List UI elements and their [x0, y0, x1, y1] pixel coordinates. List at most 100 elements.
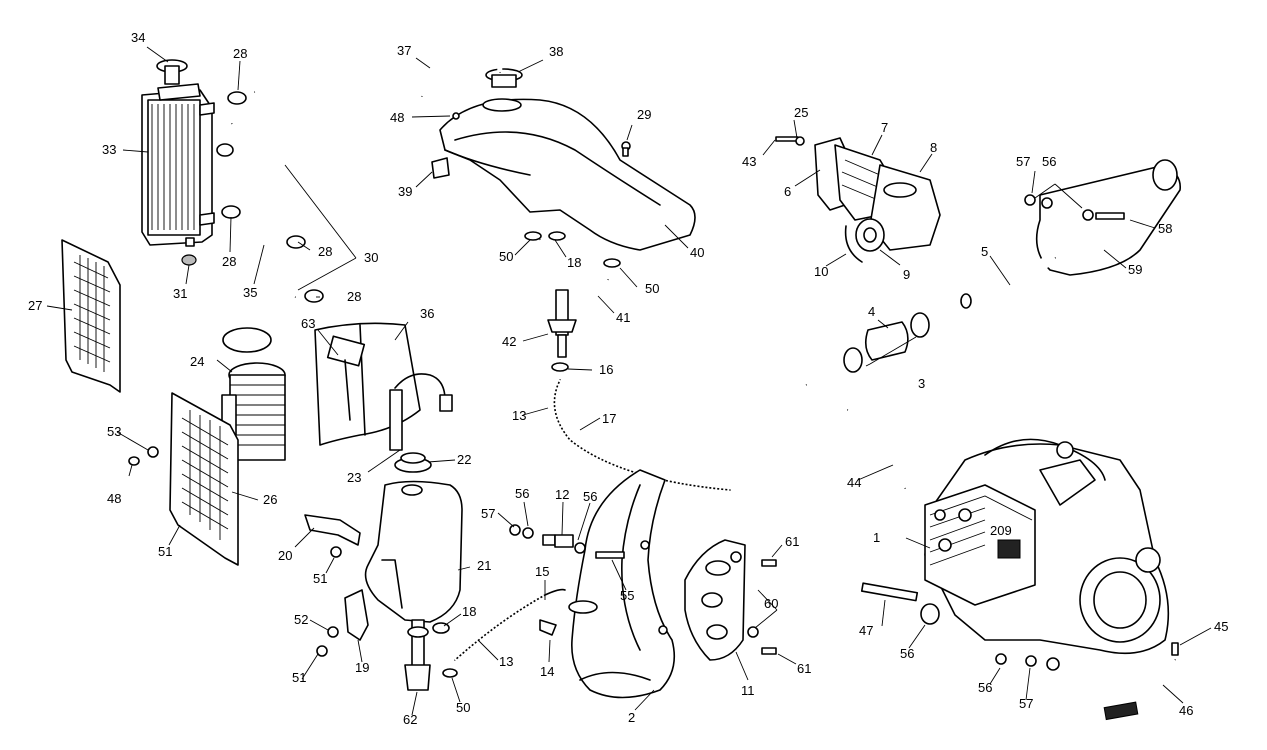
exhaust-pipe-part	[568, 469, 676, 699]
tool-bag-part	[314, 322, 421, 446]
callout-6: 6	[784, 184, 791, 199]
callout-30: 30	[364, 250, 378, 265]
callout-21: 21	[477, 558, 491, 573]
small-fasteners-part	[432, 524, 625, 678]
callout-26: 26	[263, 492, 277, 507]
kickstarter-part	[1103, 642, 1179, 721]
callout-16: 16	[599, 362, 613, 377]
callout-57a: 57	[481, 506, 495, 521]
callout-35: 35	[243, 285, 257, 300]
radiator-shroud-part	[221, 327, 286, 461]
callout-63: 63	[301, 316, 315, 331]
callout-45: 45	[1214, 619, 1228, 634]
callout-11: 11	[741, 683, 755, 698]
engine-part: 209	[860, 438, 1170, 671]
callout-46: 46	[1179, 703, 1193, 718]
callout-28c: 28	[318, 244, 332, 259]
frame-and-hoses-part	[454, 378, 809, 662]
callout-31: 31	[173, 286, 187, 301]
callout-57b: 57	[1016, 154, 1030, 169]
callout-50a: 50	[499, 249, 513, 264]
callout-43: 43	[742, 154, 756, 169]
callout-1: 1	[873, 530, 880, 545]
intake-assembly-part	[775, 136, 941, 263]
callout-29: 29	[637, 107, 651, 122]
coupling-sleeve-part	[843, 312, 930, 373]
callout-55: 55	[620, 588, 634, 603]
callout-20: 20	[278, 548, 292, 563]
callout-51a: 51	[158, 544, 172, 559]
callout-53: 53	[107, 424, 121, 439]
callout-56e: 56	[1042, 154, 1056, 169]
callout-39: 39	[398, 184, 412, 199]
callout-7: 7	[881, 120, 888, 135]
callout-2: 2	[628, 710, 635, 725]
callout-27: 27	[28, 298, 42, 313]
callout-22: 22	[457, 452, 471, 467]
mounting-brackets-part	[304, 514, 369, 657]
silencer-part	[960, 159, 1182, 309]
callout-10: 10	[814, 264, 828, 279]
engine-casting-mark: 209	[990, 523, 1012, 538]
callout-labels: 1 2 3 4 5 6 7 8 9 10 11 12 13 13 14 15 1…	[28, 30, 1228, 727]
kick-lever-part	[847, 408, 907, 489]
callout-24: 24	[190, 354, 204, 369]
callout-61a: 61	[785, 534, 799, 549]
callout-19: 19	[355, 660, 369, 675]
callout-13a: 13	[512, 408, 526, 423]
callout-59: 59	[1128, 262, 1142, 277]
callout-36: 36	[420, 306, 434, 321]
callout-50c: 50	[456, 700, 470, 715]
fuel-tap-part	[524, 231, 621, 372]
callout-23: 23	[347, 470, 361, 485]
callout-5: 5	[981, 244, 988, 259]
coolant-hoses-part	[221, 86, 324, 303]
callout-28d: 28	[347, 289, 361, 304]
fuel-tank-part	[419, 33, 696, 251]
callout-9: 9	[903, 267, 910, 282]
callout-42: 42	[502, 334, 516, 349]
callout-58: 58	[1158, 221, 1172, 236]
callout-18a: 18	[567, 255, 581, 270]
callout-52: 52	[294, 612, 308, 627]
callout-28a: 28	[233, 46, 247, 61]
callout-17: 17	[602, 411, 616, 426]
coolant-level-tube-part	[389, 373, 453, 473]
callout-12: 12	[555, 487, 569, 502]
callout-51c: 51	[292, 670, 306, 685]
callout-34: 34	[131, 30, 145, 45]
callout-14: 14	[540, 664, 554, 679]
callout-56d: 56	[978, 680, 992, 695]
callout-18b: 18	[462, 604, 476, 619]
callout-28b: 28	[222, 254, 236, 269]
callout-56c: 56	[900, 646, 914, 661]
callout-38: 38	[549, 44, 563, 59]
callout-33: 33	[102, 142, 116, 157]
callout-48a: 48	[390, 110, 404, 125]
callout-50b: 50	[645, 281, 659, 296]
callout-13b: 13	[499, 654, 513, 669]
callout-60: 60	[764, 596, 778, 611]
callout-41: 41	[616, 310, 630, 325]
radiator-grille-right-part	[128, 392, 239, 566]
callout-44: 44	[847, 475, 861, 490]
callout-37: 37	[397, 43, 411, 58]
callout-15: 15	[535, 564, 549, 579]
callout-leaders	[46, 46, 1212, 716]
callout-40: 40	[690, 245, 704, 260]
callout-25: 25	[794, 105, 808, 120]
radiator-grille-left-part	[61, 239, 121, 393]
callout-47: 47	[859, 623, 873, 638]
callout-57c: 57	[1019, 696, 1033, 711]
callout-61b: 61	[797, 661, 811, 676]
radiator-part	[141, 59, 234, 266]
callout-8: 8	[930, 140, 937, 155]
heat-shield-part	[684, 539, 777, 661]
callout-62: 62	[403, 712, 417, 727]
callout-51b: 51	[313, 571, 327, 586]
callout-4: 4	[868, 304, 875, 319]
overflow-tank-part	[364, 480, 463, 691]
callout-48b: 48	[107, 491, 121, 506]
